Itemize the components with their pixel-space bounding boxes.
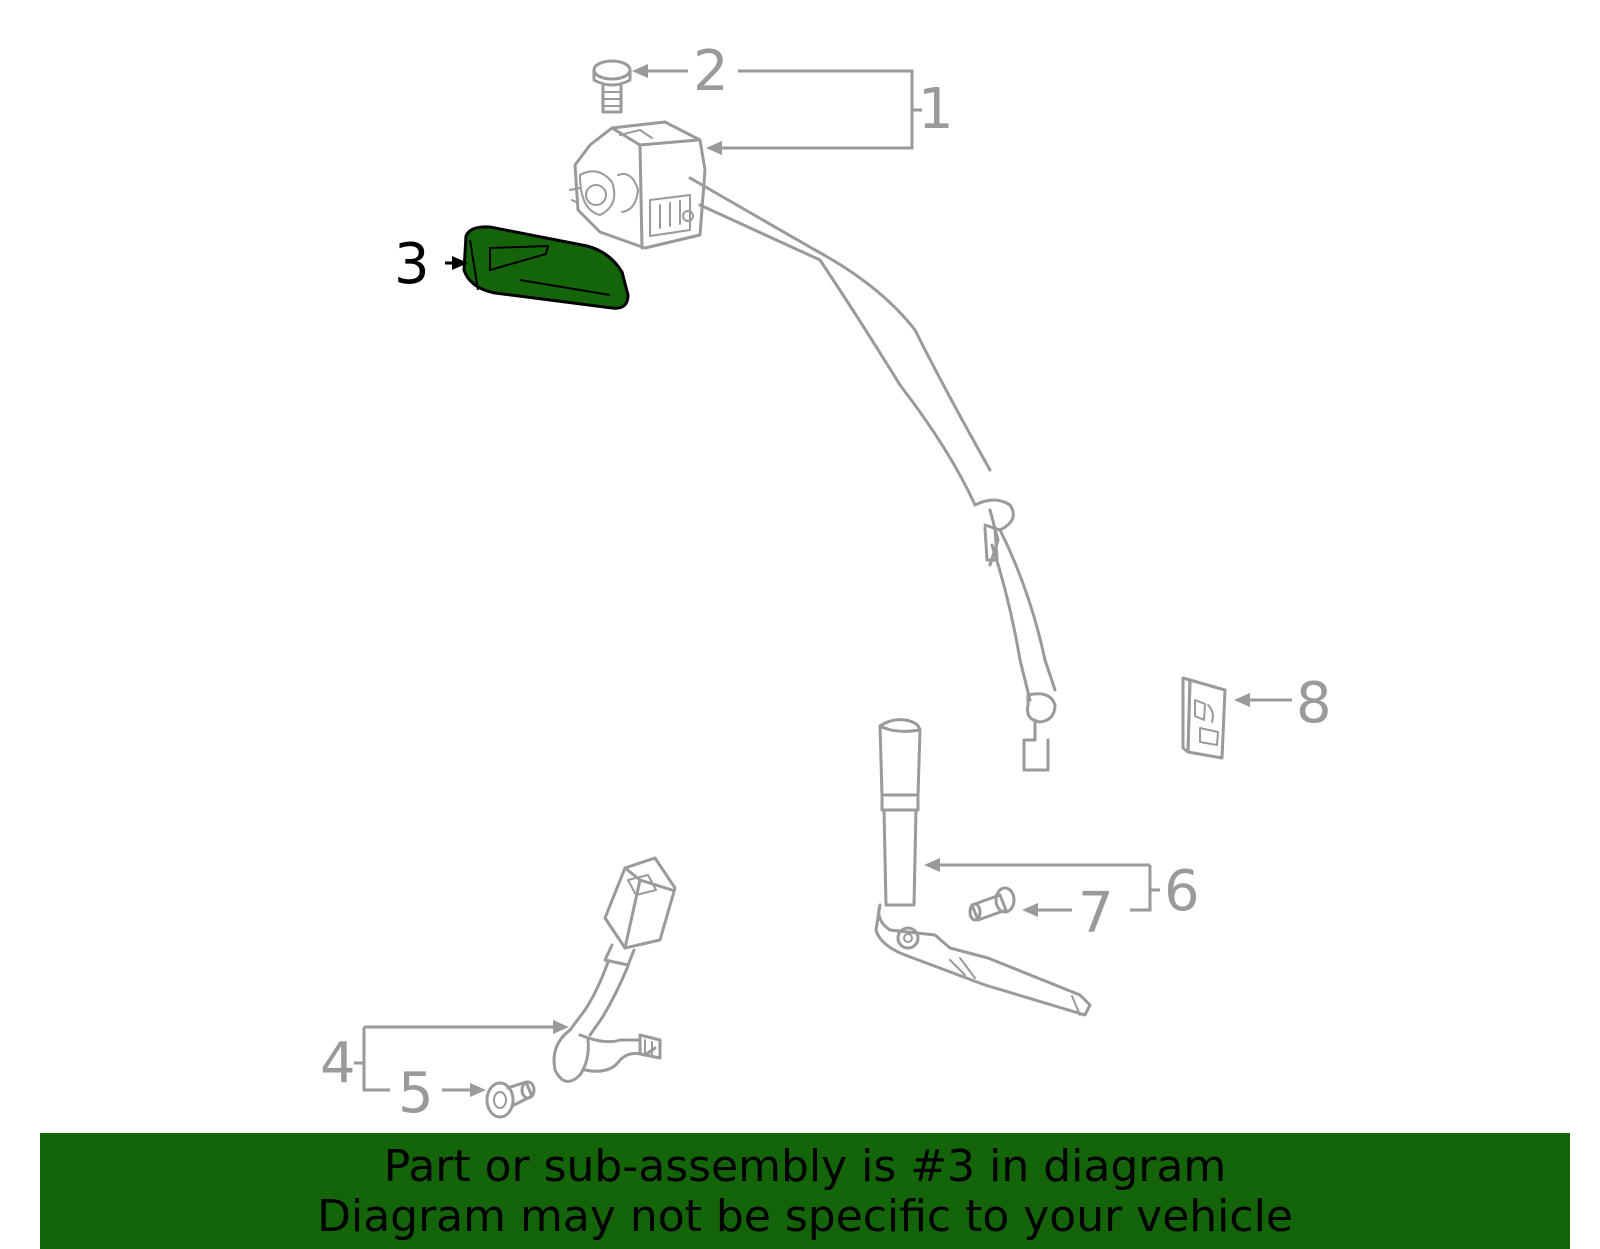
callout-labels: 2 1 3 8 6 7 4 5 xyxy=(320,39,1332,1126)
callout-4: 4 xyxy=(320,1031,356,1096)
banner-line-1: Part or sub-assembly is #3 in diagram xyxy=(383,1141,1227,1192)
callout-2: 2 xyxy=(693,39,729,104)
info-banner: Part or sub-assembly is #3 in diagram Di… xyxy=(40,1133,1570,1249)
part-3-cover[interactable] xyxy=(462,225,630,310)
part-4-buckle[interactable] xyxy=(552,856,677,1083)
shoulder-belt-webbing xyxy=(973,498,1057,772)
leader-lines xyxy=(354,64,1292,1097)
callout-5: 5 xyxy=(398,1061,434,1126)
callout-1: 1 xyxy=(918,77,954,142)
part-5-bolt[interactable] xyxy=(485,1080,536,1119)
part-7-bolt[interactable] xyxy=(968,886,1016,922)
callout-3: 3 xyxy=(394,232,430,297)
part-8-guide[interactable] xyxy=(1181,676,1227,760)
part-6-buckle-stalk[interactable] xyxy=(874,718,1092,1017)
callout-6: 6 xyxy=(1164,859,1200,924)
part-1-retractor[interactable] xyxy=(569,120,992,507)
callout-7: 7 xyxy=(1078,881,1114,946)
callout-8: 8 xyxy=(1296,671,1332,736)
banner-line-2: Diagram may not be specific to your vehi… xyxy=(317,1191,1293,1242)
part-2-bolt[interactable] xyxy=(592,59,632,114)
